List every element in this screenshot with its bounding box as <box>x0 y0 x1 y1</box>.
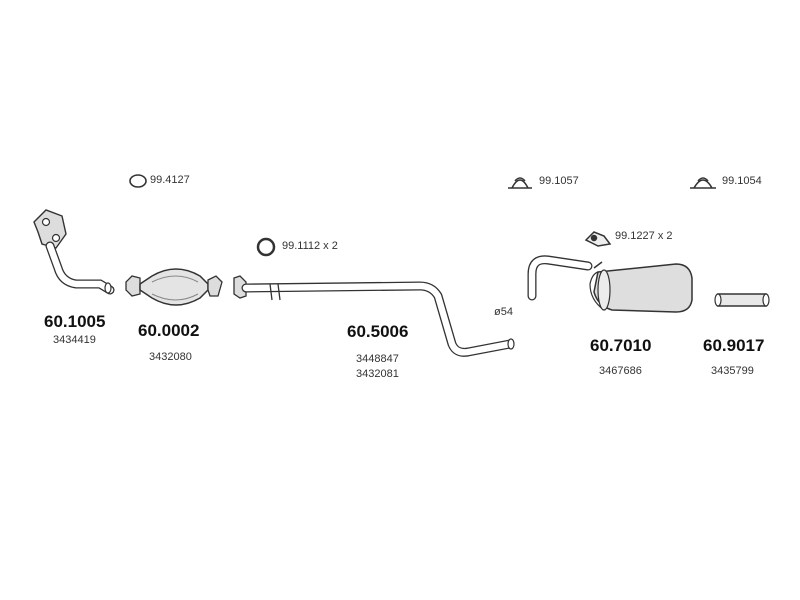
clamp-icon-2 <box>690 178 716 188</box>
gasket-seal-label: 99.1112 x 2 <box>282 240 338 252</box>
oem-number-tail-pipe: 3435799 <box>711 365 754 377</box>
oem-number-front-pipe: 3434419 <box>53 334 96 346</box>
front-pipe-drawing <box>34 210 111 293</box>
middle-pipe-drawing <box>234 276 514 352</box>
oem-number-middle-pipe-1: 3448847 <box>356 353 399 365</box>
oem-number-catalytic-converter: 3432080 <box>149 351 192 363</box>
part-number-tail-pipe: 60.9017 <box>703 336 765 355</box>
tail-pipe-drawing <box>715 294 769 306</box>
clamp-label: 99.1057 <box>539 175 579 187</box>
clamp-label-2: 99.1054 <box>722 175 762 187</box>
gasket-ring-label: 99.4127 <box>150 174 190 186</box>
oem-number-rear-silencer: 3467686 <box>599 365 642 377</box>
rubber-mount-icon <box>586 232 610 246</box>
rubber-mount-label: 99.1227 x 2 <box>615 230 673 242</box>
gasket-seal-icon <box>258 239 274 255</box>
clamp-icon <box>508 178 532 188</box>
pipe-diameter-label: ø54 <box>494 306 513 318</box>
catalytic-converter-drawing <box>126 269 222 305</box>
rear-silencer-drawing <box>532 260 692 312</box>
part-number-rear-silencer: 60.7010 <box>590 336 652 355</box>
gasket-ring-icon <box>130 175 146 187</box>
part-number-middle-pipe: 60.5006 <box>347 322 409 341</box>
part-number-front-pipe: 60.1005 <box>44 312 106 331</box>
oem-number-middle-pipe-2: 3432081 <box>356 368 399 380</box>
part-number-catalytic-converter: 60.0002 <box>138 321 200 340</box>
